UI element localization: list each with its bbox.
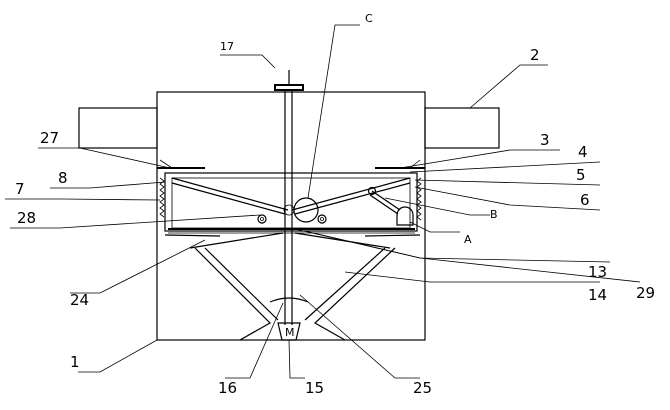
label-16: 16: [218, 379, 237, 397]
scraper-arm-edge: [369, 194, 399, 215]
inner-tray-frame: [164, 172, 418, 232]
left-side-duct: [78, 107, 158, 149]
left-roller: [257, 214, 267, 224]
right-screen-bottom: [294, 182, 411, 215]
leader-8: [50, 181, 166, 189]
right-hopper-inner: [304, 247, 386, 321]
inner-tray-liner: [171, 177, 411, 229]
scraper-arm: [371, 190, 401, 211]
leader-14: [344, 271, 600, 283]
leader-7: [5, 198, 161, 201]
label-28: 28: [17, 209, 36, 227]
leader-B: [384, 197, 490, 216]
left-roller-axle: [260, 217, 264, 221]
right-hopper-wall: [313, 247, 396, 341]
right-side-duct: [424, 107, 500, 149]
leader-25: [299, 294, 420, 379]
scraper-pivot: [367, 186, 377, 196]
label-5: 5: [576, 166, 586, 184]
leader-28: [10, 214, 261, 229]
label-1: 1: [70, 353, 80, 371]
leader-1: [78, 339, 158, 373]
mixer-paddle: [269, 297, 309, 303]
label-2: 2: [530, 46, 540, 64]
label-13: 13: [588, 263, 607, 281]
leader-24: [70, 239, 206, 294]
left-spring: [159, 177, 165, 218]
center-hub: [293, 197, 319, 223]
leader-C: [307, 24, 360, 199]
corner-detail-a: [396, 206, 414, 226]
leader-16: [225, 302, 284, 379]
left-deflector-low: [189, 232, 284, 249]
right-roller: [317, 214, 327, 224]
right-plate-brace: [409, 159, 421, 169]
leader-29: [304, 230, 641, 283]
leader-13: [294, 228, 611, 263]
label-29: 29: [636, 284, 655, 302]
label-4: 4: [578, 143, 588, 161]
left-hopper-wall: [194, 247, 271, 341]
leader-2: [469, 64, 548, 109]
label-15: 15: [305, 379, 324, 397]
left-screen-bottom: [171, 182, 286, 215]
leader-5: [414, 179, 601, 186]
leader-3: [399, 149, 560, 169]
left-hopper-inner: [204, 247, 279, 321]
label-24: 24: [70, 291, 89, 309]
label-17: 17: [220, 40, 234, 53]
right-deflector-low: [294, 232, 391, 249]
leader-4: [409, 161, 601, 173]
outlet-nozzle: [277, 322, 301, 341]
leader-6: [414, 186, 601, 211]
leader-27: [38, 147, 171, 169]
right-deflector-top: [364, 234, 421, 237]
label-6: 6: [580, 191, 590, 209]
label-A: A: [464, 233, 472, 246]
label-25: 25: [413, 379, 432, 397]
label-14: 14: [588, 286, 607, 304]
left-plate-brace: [159, 159, 173, 169]
label-8: 8: [58, 169, 68, 187]
label-3: 3: [540, 131, 550, 149]
right-roller-axle: [320, 217, 324, 221]
leader-15: [288, 339, 305, 379]
leader-A: [409, 221, 460, 233]
label-27: 27: [40, 129, 59, 147]
label-B: B: [490, 208, 498, 221]
right-screen-top: [291, 177, 411, 211]
leader-17: [220, 54, 276, 69]
shaft-cap: [274, 84, 304, 91]
right-spring: [416, 177, 422, 221]
left-deflector-top: [164, 234, 221, 237]
label-M: M: [285, 326, 295, 339]
label-C: C: [365, 12, 373, 25]
label-7: 7: [15, 180, 25, 198]
main-housing: [156, 91, 426, 341]
center-bearing: [283, 204, 295, 216]
left-screen-top: [171, 177, 289, 211]
